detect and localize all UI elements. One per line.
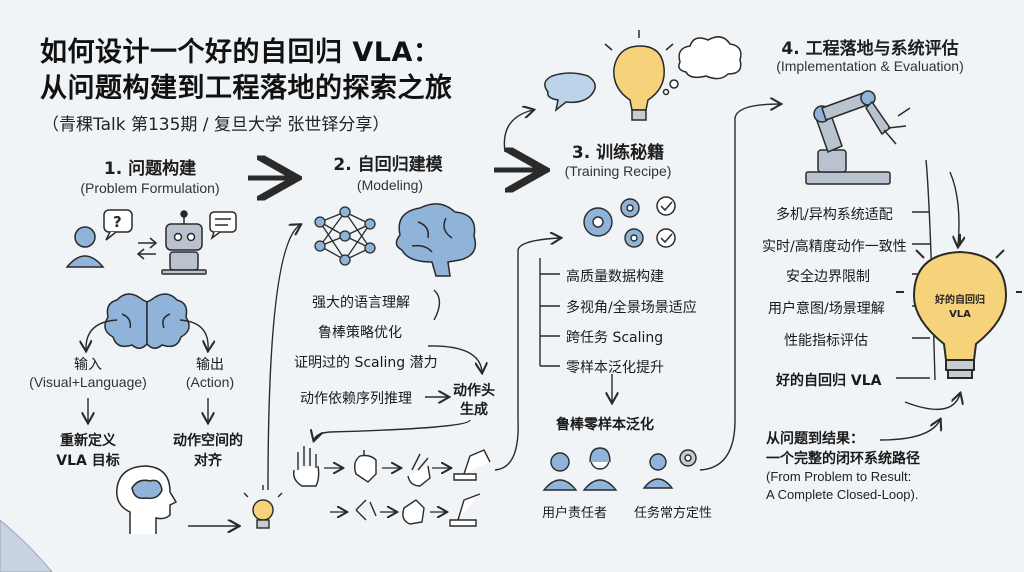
eval-item-1: 多机/异构系统适配 [776,207,893,223]
redefine-goal-line2: VLA 目标 [56,453,120,469]
question-mark-glyph: ? [113,213,122,231]
thought-cloud-icon [662,36,742,96]
eval-item-3: 安全边界限制 [786,269,870,285]
modeling-item-3: 证明过的 Scaling 潜力 [294,355,438,371]
recipe-item-1: 高质量数据构建 [566,269,664,285]
output-label: 输出 [196,357,224,373]
eval-item-6: 好的自回归 VLA [776,373,882,389]
section-2-subtitle: (Modeling) [356,177,424,193]
speech-bubble-icon [209,211,237,241]
recipe-item-2: 多视角/全景场景适应 [566,300,697,316]
gears-icon [583,198,644,248]
neural-network-icon [314,206,376,266]
checkmark-icons [656,196,676,248]
speech-bubble-large-icon [544,72,596,112]
section-4-subtitle: (Implementation & Evaluation) [776,58,964,74]
output-subtitle: (Action) [185,374,235,390]
redefine-goal-line1: 重新定义 [60,433,116,449]
modeling-item-4: 动作依赖序列推理 [300,391,412,407]
hand-gesture-sequence-1 [292,446,491,487]
robust-zero-shot-label: 鲁棒零样本泛化 [556,417,654,433]
hand-gesture-sequence-2 [355,493,481,527]
eval-item-4: 用户意图/场景理解 [768,301,885,317]
bulb-label-line1: 好的自回归 [935,295,985,306]
page-title-line1: 如何设计一个好的自回归 VLA： [40,37,441,68]
recipe-item-3: 跨任务 Scaling [566,330,664,346]
exchange-arrows-icon [136,237,158,260]
recipe-item-4: 零样本泛化提升 [566,360,664,376]
page-title-line2: 从问题构建到工程落地的探索之旅 [40,73,453,104]
brain-icon-2 [395,203,477,277]
action-head-line2: 生成 [460,402,488,418]
user-responsible-label: 用户责任者 [542,506,608,521]
eval-item-5: 性能指标评估 [784,333,868,349]
input-label: 输入 [74,357,102,373]
input-subtitle: (Visual+Language) [29,374,147,390]
task-label: 任务常方定性 [634,506,713,521]
action-align-line2: 对齐 [194,453,222,469]
section-1-title: 1. 问题构建 [103,159,197,179]
question-bubble-icon [103,209,133,241]
closing-line2: 一个完整的闭环系统路径 [766,451,920,467]
action-align-line1: 动作空间的 [173,433,243,449]
page-curl [0,519,53,572]
small-bulb-icon [243,485,283,529]
action-head-line1: 动作头 [453,383,495,399]
page-subtitle: （青稞Talk 第135期 / 复旦大学 张世铎分享） [42,115,390,135]
user-responsible-icon [542,447,618,491]
modeling-item-2: 鲁棒策略优化 [318,325,402,341]
closing-line4: A Complete Closed-Loop). [766,487,919,502]
closing-line3: (From Problem to Result: [766,469,912,484]
section-3-subtitle: (Training Recipe) [564,163,672,179]
recipe-branch-line [539,258,560,367]
task-icon [642,449,697,489]
lightbulb-idea-icon [604,30,674,121]
section-2-title: 2. 自回归建模 [333,155,443,175]
eval-item-2: 实时/高精度动作一致性 [762,239,907,255]
section-3-title: 3. 训练秘籍 [571,143,665,163]
bulb-label-line2: VLA [949,309,971,320]
robot-arm-icon [805,90,911,185]
thinking-head-icon [116,465,178,534]
brain-icon [104,293,190,349]
section-1-subtitle: (Problem Formulation) [80,180,220,196]
robot-icon [161,210,207,275]
modeling-item-1: 强大的语言理解 [312,295,410,311]
closing-line1: 从问题到结果： [766,431,864,447]
person-icon [65,226,105,268]
section-4-title: 4. 工程落地与系统评估 [781,39,959,59]
large-lightbulb-icon [896,234,1022,379]
